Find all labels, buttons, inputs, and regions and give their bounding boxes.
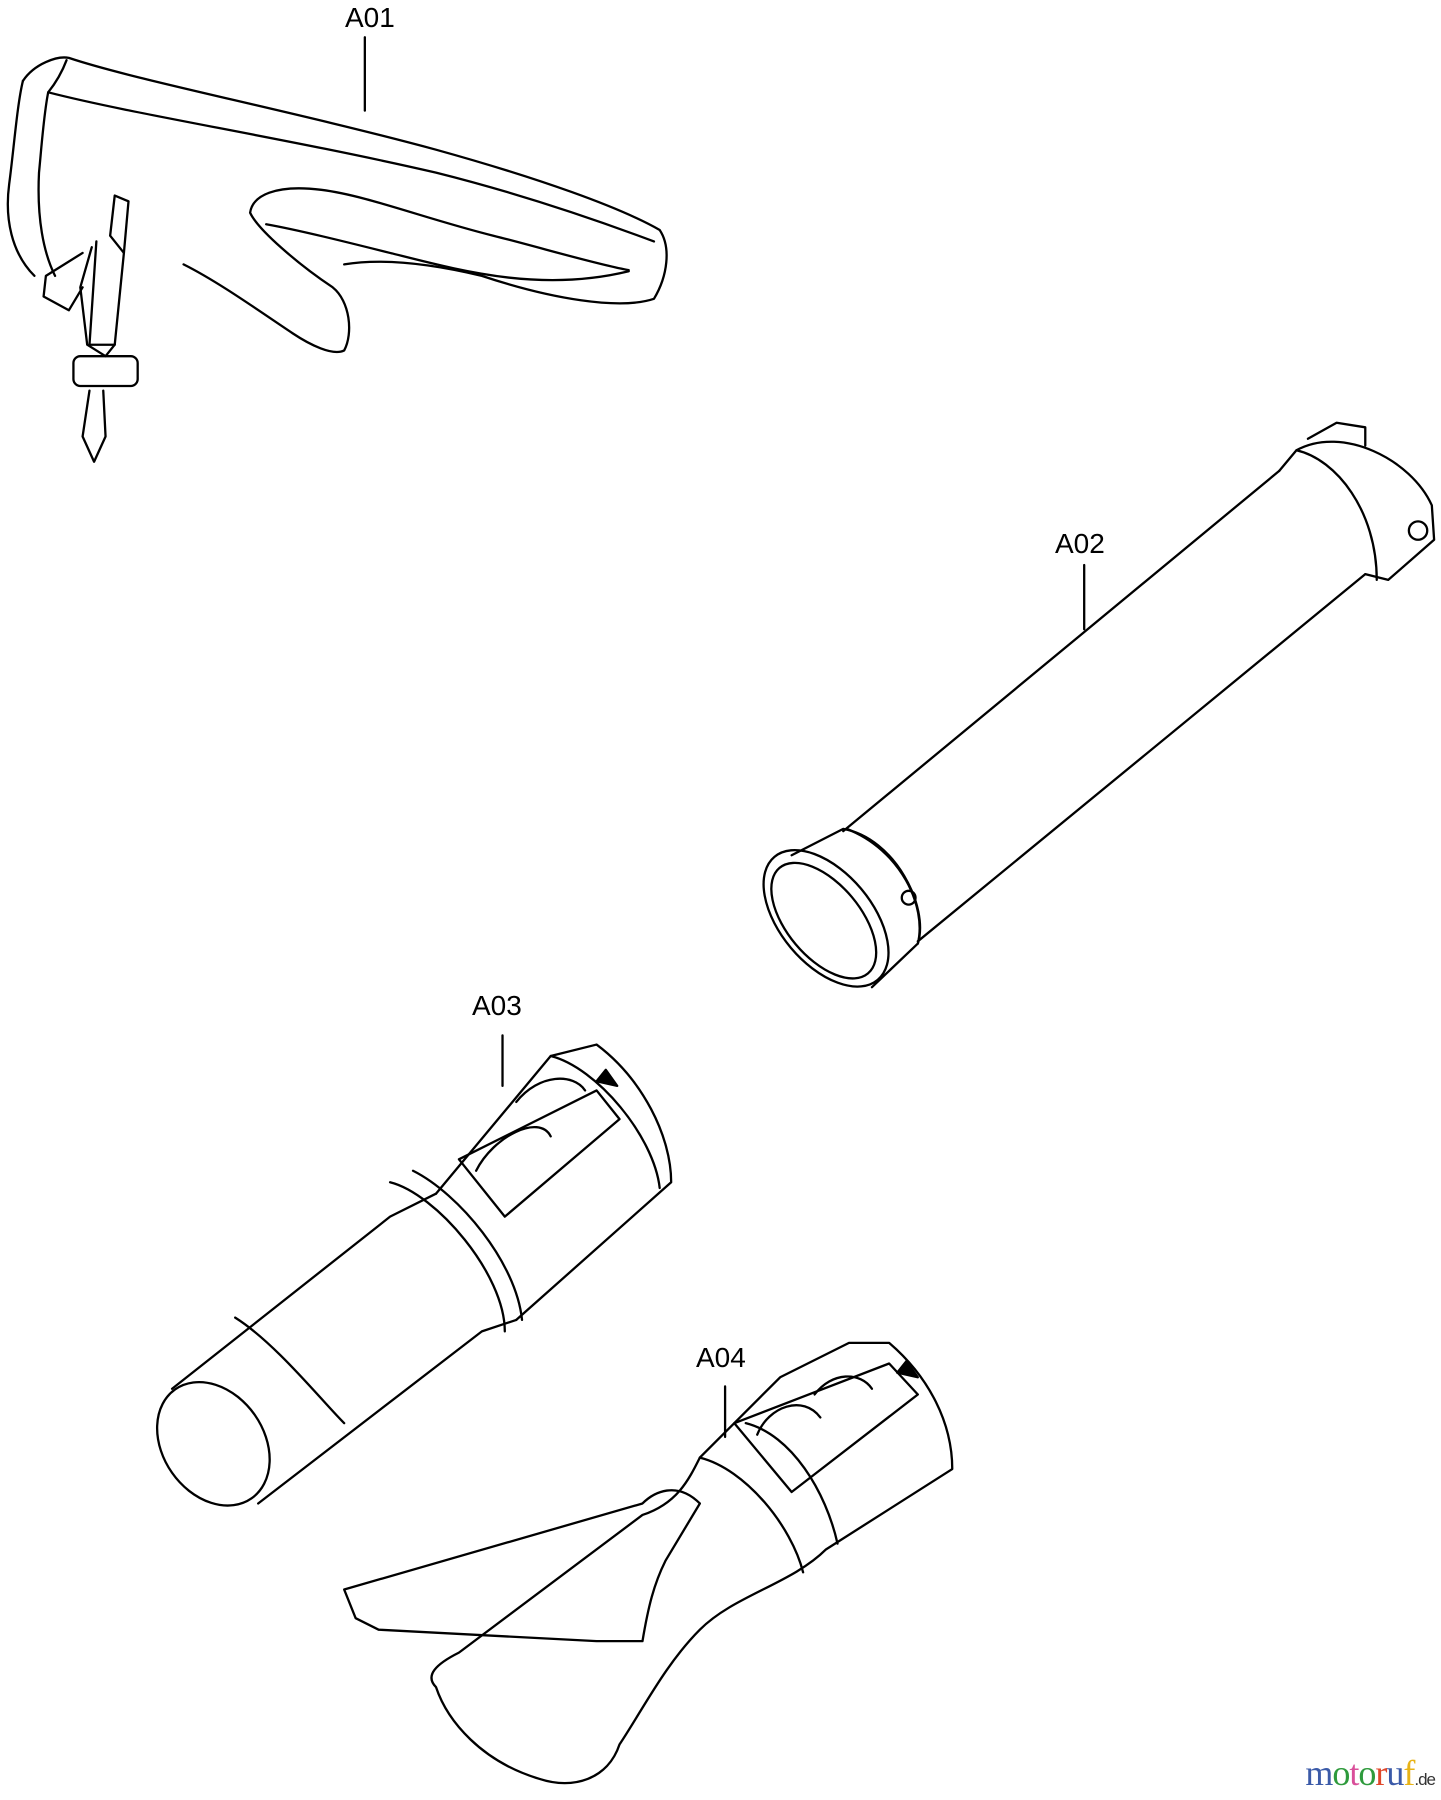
part-label-a04: A04 [696, 1342, 746, 1373]
part-label-a02: A02 [1055, 528, 1105, 559]
part-label-a03: A03 [472, 990, 522, 1021]
logo-letter: u [1386, 1753, 1404, 1793]
logo-letter: o [1332, 1753, 1350, 1793]
logo-letter: r [1375, 1753, 1387, 1793]
shoulder-strap-drawing [6, 56, 668, 463]
logo-letter: o [1358, 1753, 1376, 1793]
flat-nozzle-drawing [343, 1341, 954, 1785]
logo-letter: f [1403, 1753, 1415, 1793]
tube-drawing [762, 421, 1436, 989]
logo-letter: m [1305, 1753, 1333, 1793]
logo-suffix: .de [1414, 1770, 1436, 1789]
motoruf-watermark-logo: motoruf.de [1305, 1752, 1436, 1794]
part-label-a01: A01 [345, 2, 395, 33]
logo-letter: t [1349, 1753, 1359, 1793]
round-nozzle-drawing [155, 1043, 673, 1507]
